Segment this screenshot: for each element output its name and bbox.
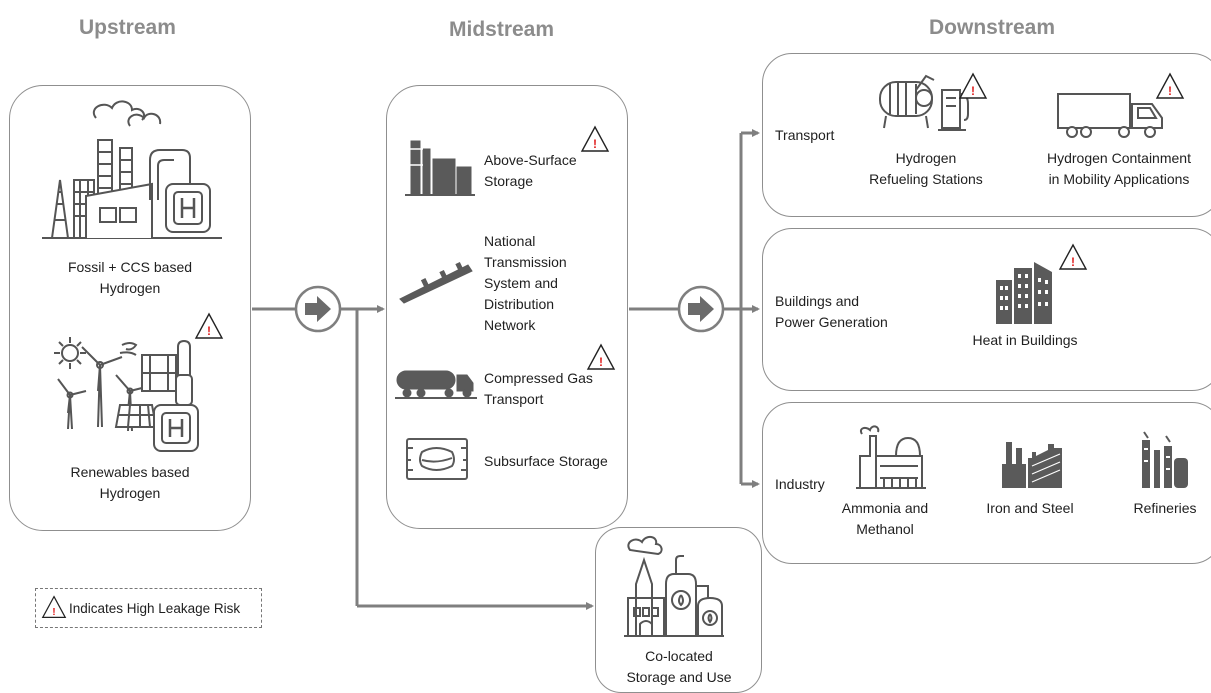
buildings-icon [994,260,1054,324]
buildings-panel [762,228,1211,391]
refueling-warning-icon: ! [958,72,988,100]
steel-mill-icon [1002,440,1072,488]
transport-panel [762,53,1211,217]
truck-icon [1054,92,1166,138]
above-surface-storage-icon [405,135,475,197]
ammonia-plant-icon [856,425,926,490]
iron-steel-label: Iron and Steel [986,500,1074,516]
compressed-label: Compressed Gas Transport [484,370,593,407]
svg-text:!: ! [971,84,975,98]
svg-text:!: ! [1168,84,1172,98]
ammonia-label: Ammonia and Methanol [841,500,929,537]
containment-warning-icon: ! [1155,72,1185,100]
svg-text:!: ! [599,355,603,369]
legend-box [35,588,262,628]
upstream-header: Upstream [79,16,176,39]
refineries-label: Refineries [1133,500,1197,516]
pipeline-icon [398,255,478,305]
upstream-flow-arrow-icon [294,285,342,333]
transport-label: Transport [775,127,835,143]
colocated-plant-icon [624,534,724,638]
fossil-label: Fossil + CCS based Hydrogen [67,259,193,296]
svg-text:!: ! [593,137,597,151]
transmission-label: National Transmission System and Distrib… [484,233,567,333]
subsurface-label: Subsurface Storage [484,453,608,469]
legend-warning-icon: ! [41,594,67,620]
subsurface-storage-icon [404,436,470,482]
renewables-plant-icon [50,335,210,460]
svg-text:!: ! [52,607,55,618]
industry-label: Industry [775,476,825,492]
renewables-warning-icon: ! [194,312,224,340]
midstream-header: Midstream [449,18,555,41]
above-surface-warning-icon: ! [580,125,610,153]
svg-text:!: ! [207,324,211,338]
refinery-icon [1140,430,1190,488]
buildings-label: Buildings and Power Generation [775,293,888,330]
fossil-plant-icon [42,100,222,245]
colocated-label: Co-located Storage and Use [626,648,732,685]
downstream-header: Downstream [929,16,1056,39]
midstream-flow-arrow-icon [677,285,725,333]
tanker-truck-icon [395,365,477,401]
containment-label: Hydrogen Containment in Mobility Applica… [1047,150,1191,187]
buildings-warning-icon: ! [1058,243,1088,271]
heat-buildings-label: Heat in Buildings [972,332,1078,348]
renewables-label: Renewables based Hydrogen [70,464,190,501]
legend-text: Indicates High Leakage Risk [69,601,241,616]
refueling-station-icon [876,72,972,134]
compressed-warning-icon: ! [586,343,616,371]
midstream-panel [386,85,628,529]
refueling-label: Hydrogen Refueling Stations [869,150,983,187]
svg-text:!: ! [1071,255,1075,269]
above-surface-label: Above-Surface Storage [484,152,577,189]
industry-panel [762,402,1211,564]
